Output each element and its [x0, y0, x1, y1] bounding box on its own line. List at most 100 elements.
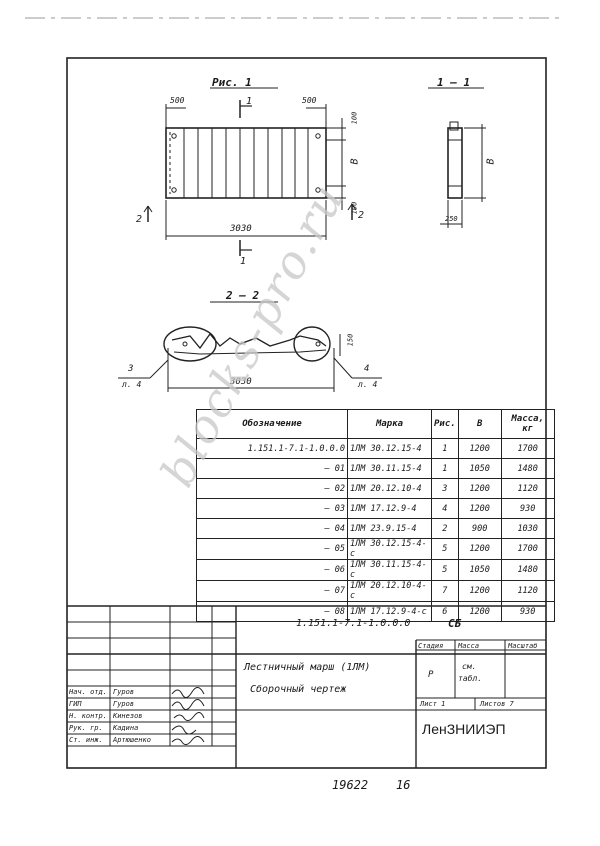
- title-name-line1: Лестничный марш (1ЛМ): [244, 662, 371, 673]
- dimension-label: 250: [445, 215, 458, 223]
- cell-fig: 3: [431, 478, 459, 499]
- mass-value-2: табл.: [458, 674, 483, 683]
- cell-designation: — 05: [196, 538, 348, 560]
- table-row: — 08 1ЛМ 17.12.9-4-с 6 1200 930: [196, 601, 555, 622]
- dimension-label: B: [485, 158, 497, 165]
- signer-name: Кадина: [113, 724, 139, 732]
- cell-mass: 1700: [500, 438, 555, 459]
- section-1-1-view: [428, 87, 486, 228]
- cell-mark: 1ЛМ 20.12.10-4-с: [347, 580, 432, 602]
- title-name-line2: Сборочный чертеж: [250, 684, 347, 695]
- callout-number: 3: [128, 364, 134, 374]
- signature-mark: [171, 699, 205, 710]
- col-stage-label: Стадия: [418, 642, 444, 650]
- cell-b: 1050: [457, 559, 502, 581]
- cell-b: 1200: [457, 498, 502, 519]
- section-2-2-view: [118, 301, 382, 392]
- callout-sheet: л. 4: [358, 380, 378, 389]
- table-row: — 05 1ЛМ 30.12.15-4-с 5 1200 1700: [196, 538, 555, 560]
- cell-fig: 5: [431, 559, 459, 581]
- cell-fig: 1: [431, 458, 459, 479]
- footer-suffix: 16: [396, 778, 411, 792]
- cell-fig: 7: [431, 580, 459, 602]
- dimension-label: 100: [350, 111, 359, 125]
- cell-b: 1050: [457, 458, 502, 479]
- cell-designation: 1.151.1-7.1-1.0.0.0: [196, 438, 348, 459]
- signer-role: Н. контр.: [69, 712, 107, 720]
- cell-designation: — 03: [196, 498, 348, 519]
- cell-designation: — 08: [196, 601, 348, 622]
- cut-marker: 2: [358, 210, 365, 221]
- signature-mark: [173, 712, 205, 722]
- signature-mark: [171, 687, 205, 698]
- section-2-2-title: 2 — 2: [226, 289, 260, 302]
- fig1-title: Рис. 1: [212, 76, 252, 89]
- signature-mark: [171, 725, 197, 735]
- footer-number: 19622: [332, 778, 369, 792]
- cell-fig: 2: [431, 518, 459, 539]
- table-row: — 02 1ЛМ 20.12.10-4 3 1200 1120: [196, 478, 555, 499]
- cell-mass: 1120: [500, 580, 555, 602]
- fig1-plan-view: [143, 87, 357, 256]
- cut-marker: 1: [240, 256, 247, 267]
- col-mass-label: Масса: [458, 642, 480, 650]
- cell-designation: — 07: [196, 580, 348, 602]
- cell-mark: 1ЛМ 30.11.15-4-с: [347, 559, 432, 581]
- cell-fig: 5: [431, 538, 459, 560]
- cell-b: 900: [457, 518, 502, 539]
- sheet-label: Лист 1: [420, 700, 446, 708]
- cell-mass: 1480: [500, 458, 555, 479]
- header-designation: Обозначение: [196, 409, 348, 439]
- signer-role: Ст. инж.: [69, 736, 103, 744]
- signer-role: Нач. отд.: [69, 688, 107, 696]
- cell-mass: 930: [500, 601, 555, 622]
- title-doc-code: СБ: [448, 617, 462, 630]
- cell-designation: — 01: [196, 458, 348, 479]
- table-row: — 03 1ЛМ 17.12.9-4 4 1200 930: [196, 498, 555, 519]
- cell-mass: 1700: [500, 538, 555, 560]
- cell-mark: 1ЛМ 23.9.15-4: [347, 518, 432, 539]
- sheets-label: Листов 7: [480, 700, 514, 708]
- cell-mark: 1ЛМ 30.12.15-4: [347, 438, 432, 459]
- specification-table: Обозначение Марка Рис. B Масса, кг 1.151…: [196, 409, 555, 622]
- cell-b: 1200: [457, 478, 502, 499]
- cell-fig: 1: [431, 438, 459, 459]
- signer-name: Артюшенко: [113, 736, 151, 744]
- signer-role: ГИП: [69, 700, 82, 708]
- header-fig: Рис.: [431, 409, 459, 439]
- table-row: — 06 1ЛМ 30.11.15-4-с 5 1050 1480: [196, 559, 555, 581]
- dimension-label: 3030: [230, 377, 252, 387]
- table-header-row: Обозначение Марка Рис. B Масса, кг: [196, 409, 555, 439]
- dimension-label: 3030: [230, 224, 252, 234]
- dimension-label: 500: [170, 96, 185, 105]
- dimension-label: 150: [346, 333, 355, 347]
- cell-b: 1200: [457, 538, 502, 560]
- cell-b: 1200: [457, 438, 502, 459]
- cell-mass: 930: [500, 498, 555, 519]
- table-row: — 01 1ЛМ 30.11.15-4 1 1050 1480: [196, 458, 555, 479]
- mass-value-1: см.: [462, 662, 477, 671]
- cell-designation: — 04: [196, 518, 348, 539]
- table-row: 1.151.1-7.1-1.0.0.0 1ЛМ 30.12.15-4 1 120…: [196, 438, 555, 459]
- cell-mark: 1ЛМ 17.12.9-4-с: [347, 601, 432, 622]
- table-row: — 04 1ЛМ 23.9.15-4 2 900 1030: [196, 518, 555, 539]
- cell-b: 1200: [457, 601, 502, 622]
- callout-sheet: л. 4: [122, 380, 142, 389]
- cell-mark: 1ЛМ 30.11.15-4: [347, 458, 432, 479]
- section-1-1-title: 1 — 1: [437, 76, 471, 89]
- cell-mass: 1120: [500, 478, 555, 499]
- signer-name: Кинезов: [113, 712, 143, 720]
- table-row: — 07 1ЛМ 20.12.10-4-с 7 1200 1120: [196, 580, 555, 602]
- signer-role: Рук. гр.: [69, 724, 103, 732]
- col-scale-label: Масштаб: [508, 642, 538, 650]
- header-b: B: [457, 409, 502, 439]
- cell-designation: — 06: [196, 559, 348, 581]
- title-designation: 1.151.1-7.1-1.0.0.0: [296, 618, 411, 629]
- cell-mass: 1480: [500, 559, 555, 581]
- cell-designation: — 02: [196, 478, 348, 499]
- callout-number: 4: [364, 364, 370, 374]
- signature-mark: [171, 736, 205, 746]
- signer-name: Гуров: [113, 688, 135, 696]
- cut-marker: 1: [246, 96, 253, 107]
- cell-mark: 1ЛМ 20.12.10-4: [347, 478, 432, 499]
